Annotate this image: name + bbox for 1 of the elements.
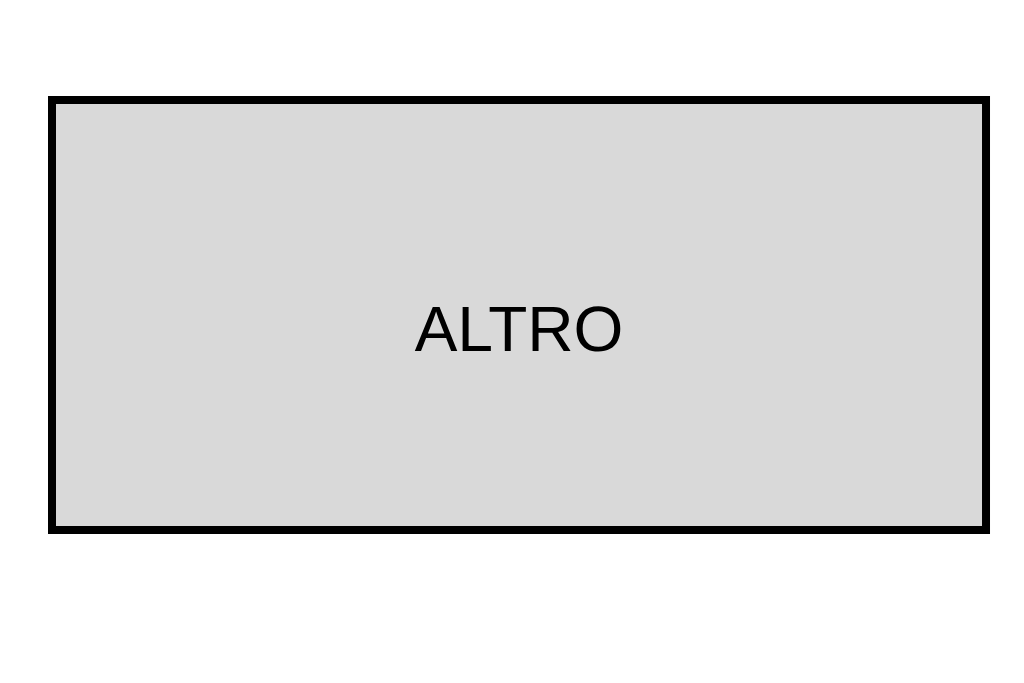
process-box: ALTRO	[48, 96, 990, 534]
